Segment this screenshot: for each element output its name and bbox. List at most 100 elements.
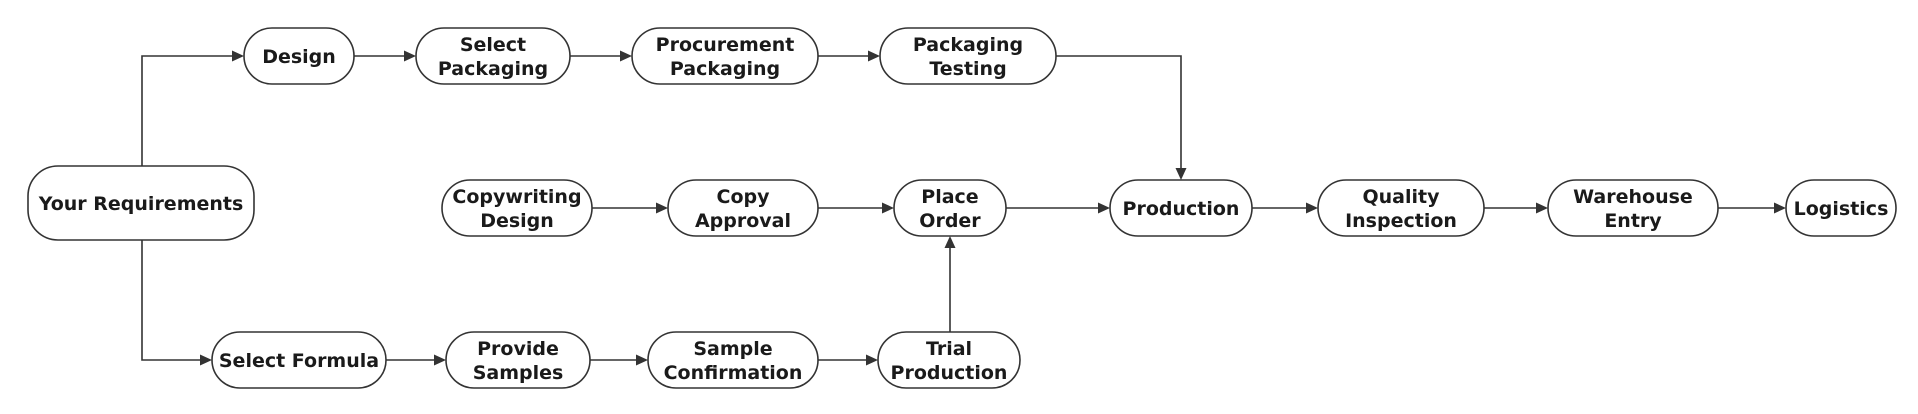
arrowhead-icon [200,354,212,366]
arrowhead-icon [866,354,878,366]
arrowhead-icon [1098,202,1110,214]
node-label-line: Logistics [1794,198,1889,220]
node-label-line: Copywriting [452,186,581,208]
flow-edges [141,50,1786,366]
node-box [441,179,593,237]
node-label-line: Sample [693,338,772,360]
node-box [879,27,1057,85]
node-design: Design [243,27,355,85]
node-production: Production [1109,179,1253,237]
node-label-line: Order [919,210,981,232]
edge-design-to-select-packaging [354,50,416,62]
edge-quality-inspection-to-warehouse-entry [1484,202,1548,214]
arrowhead-icon [868,50,880,62]
node-box [27,165,255,241]
node-label-line: Entry [1604,210,1662,232]
arrowhead-icon [656,202,668,214]
arrowhead-icon [232,50,244,62]
edge-select-formula-to-provide-samples [386,354,446,366]
node-box [211,331,387,389]
node-box [631,27,819,85]
node-label-line: Confirmation [664,362,803,384]
node-box [1109,179,1253,237]
node-label-line: Design [480,210,554,232]
node-label-line: Warehouse [1573,186,1693,208]
node-label-line: Testing [929,58,1006,80]
node-label-line: Place [921,186,978,208]
node-box [667,179,819,237]
arrowhead-icon [434,354,446,366]
edge-select-packaging-to-procurement-packaging [570,50,632,62]
edge-line [141,55,232,166]
edge-place-order-to-production [1006,202,1110,214]
node-select-formula: Select Formula [211,331,387,389]
node-box [1547,179,1719,237]
node-label-line: Production [891,362,1008,384]
edge-warehouse-entry-to-logistics [1718,202,1786,214]
node-box [445,331,591,389]
arrowhead-icon [1306,202,1318,214]
node-box [647,331,819,389]
edge-requirements-to-design [141,50,244,166]
arrowhead-icon [620,50,632,62]
node-box [1785,179,1897,237]
arrowhead-icon [636,354,648,366]
node-label: Design [262,46,336,68]
node-label: Select Formula [219,350,379,372]
edge-copy-approval-to-place-order [818,202,894,214]
edge-requirements-to-select-formula [141,240,212,366]
arrowhead-icon [1175,168,1187,180]
arrowhead-icon [1774,202,1786,214]
node-label-line: Copy [717,186,771,208]
node-box [893,179,1007,237]
edge-packaging-testing-to-production [1056,55,1187,180]
arrowhead-icon [944,236,956,248]
edge-trial-production-to-place-order [944,236,956,332]
node-label-line: Select Formula [219,350,379,372]
node-label-line: Design [262,46,336,68]
node-label-line: Your Requirements [38,193,244,215]
edge-production-to-quality-inspection [1252,202,1318,214]
node-box [1317,179,1485,237]
arrowhead-icon [404,50,416,62]
edge-copywriting-design-to-copy-approval [592,202,668,214]
node-label-line: Procurement [656,34,795,56]
node-label-line: Production [1123,198,1240,220]
node-box [243,27,355,85]
edge-sample-confirmation-to-trial-production [818,354,878,366]
node-label: Logistics [1794,198,1889,220]
node-label-line: Packaging [670,58,780,80]
edge-procurement-packaging-to-packaging-testing [818,50,880,62]
node-label-line: Provide [477,338,559,360]
node-label-line: Packaging [438,58,548,80]
node-label-line: Select [460,34,526,56]
arrowhead-icon [1536,202,1548,214]
node-label-line: Packaging [913,34,1023,56]
node-box [877,331,1021,389]
node-box [415,27,571,85]
node-label-line: Inspection [1345,210,1457,232]
arrowhead-icon [882,202,894,214]
node-logistics: Logistics [1785,179,1897,237]
